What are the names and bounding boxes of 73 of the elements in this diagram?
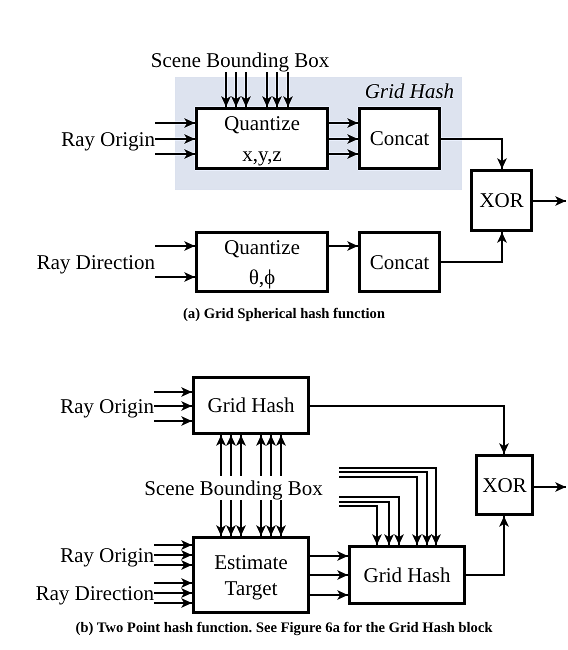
arrow [154, 588, 192, 598]
input-label: Scene Bounding Box [135, 48, 345, 72]
arrow [236, 435, 246, 476]
arrow [216, 435, 226, 476]
arrow [155, 272, 195, 282]
process-box [195, 231, 329, 293]
process-box: Concat [358, 107, 441, 170]
arrow [256, 435, 266, 476]
arrow [241, 72, 251, 107]
arrow [154, 560, 192, 570]
box-text: Quantize [224, 234, 300, 261]
arrow [155, 149, 195, 159]
arrow [276, 500, 286, 536]
arrow [339, 505, 382, 545]
arrow [339, 476, 422, 545]
arrow [310, 551, 348, 561]
arrow [216, 500, 226, 536]
arrow [283, 72, 293, 107]
process-box: Grid Hash [192, 376, 310, 435]
arrow [155, 241, 195, 251]
arrow [272, 72, 282, 107]
box-text: θ,ϕ [248, 264, 276, 291]
process-box: Grid Hash [348, 545, 466, 605]
arrow [226, 500, 236, 536]
arrow [256, 500, 266, 536]
input-label: Ray Direction [0, 581, 154, 605]
arrow [154, 550, 192, 560]
input-label: Ray Origin [20, 394, 154, 418]
arrow [329, 241, 358, 251]
arrow [236, 500, 246, 536]
input-label: Scene Bounding Box [128, 476, 339, 500]
figure-caption: (b) Two Point hash function. See Figure 6a for the Grid Hash block [74, 620, 494, 637]
arrow [310, 570, 348, 580]
arrow [339, 496, 404, 545]
arrow [262, 72, 272, 107]
arrow [329, 118, 358, 128]
arrow [231, 72, 241, 107]
input-label: Ray Direction [0, 250, 155, 274]
group-title: Grid Hash [364, 79, 454, 104]
arrow [155, 118, 195, 128]
arrow [154, 387, 192, 397]
input-label: Ray Origin [20, 543, 154, 567]
arrow [221, 72, 231, 107]
arrow [329, 134, 358, 144]
arrow [266, 435, 276, 476]
process-box: Concat [358, 231, 441, 293]
process-box: XOR [475, 454, 534, 516]
arrow [226, 435, 236, 476]
box-text: Quantize [224, 110, 300, 138]
figure-caption: (a) Grid Spherical hash function [182, 306, 386, 323]
arrow [441, 138, 507, 169]
arrow [155, 134, 195, 144]
arrow [266, 500, 276, 536]
arrow [310, 590, 348, 600]
process-box [195, 107, 329, 170]
arrow [534, 482, 566, 492]
arrow [339, 501, 394, 545]
arrow [276, 435, 286, 476]
process-box: Estimate Target [192, 536, 310, 614]
arrow [329, 149, 358, 159]
process-box: XOR [470, 169, 533, 232]
arrow [533, 196, 566, 206]
arrow [310, 405, 509, 454]
arrow [154, 540, 192, 550]
arrow [154, 401, 192, 411]
group-region [175, 77, 462, 190]
box-text: x,y,z [242, 140, 282, 168]
arrow [154, 416, 192, 426]
arrow [466, 516, 509, 576]
arrow [441, 232, 507, 263]
arrow [154, 578, 192, 588]
input-label: Ray Origin [20, 127, 155, 151]
arrow [154, 598, 192, 608]
